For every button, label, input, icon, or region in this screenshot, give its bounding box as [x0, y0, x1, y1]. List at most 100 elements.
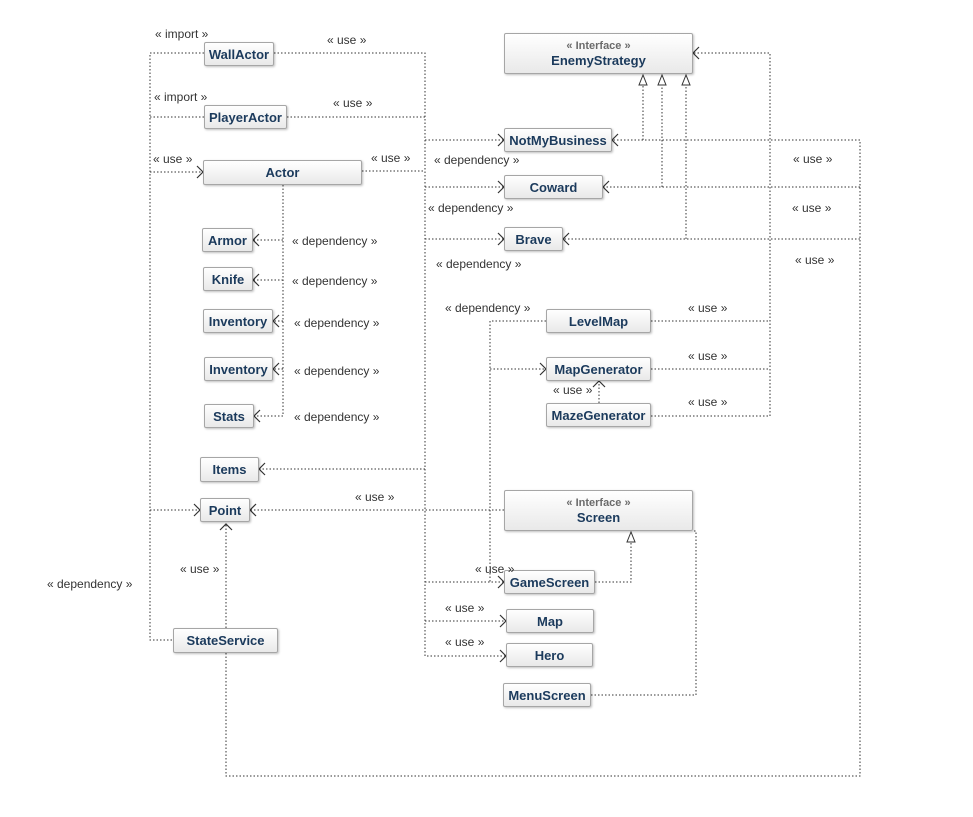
realization-triangle [657, 73, 667, 86]
class-inventory-2[interactable]: Inventory [204, 357, 273, 381]
realization-triangle [681, 73, 691, 86]
point-arrow [249, 503, 257, 517]
class-name: Point [208, 502, 242, 518]
relationship-label: « use » [793, 152, 833, 166]
class-playeractor[interactable]: PlayerActor [204, 105, 287, 129]
class-name: StateService [186, 633, 265, 648]
class-screen[interactable]: « Interface »Screen [504, 490, 693, 531]
relationship-label: « use » [688, 301, 728, 315]
class-menuscreen[interactable]: MenuScreen [503, 683, 591, 707]
class-mapgenerator[interactable]: MapGenerator [546, 357, 651, 381]
class-levelmap[interactable]: LevelMap [546, 309, 651, 333]
class-name: Actor [265, 165, 300, 180]
relationship-label: « dependency » [436, 257, 522, 271]
dependency-line [225, 140, 861, 777]
class-name: Armor [207, 232, 247, 248]
relationship-label: « dependency » [434, 153, 520, 167]
items-arrow [258, 462, 266, 476]
class-brave[interactable]: Brave [504, 227, 563, 251]
relationship-label: « use » [795, 253, 835, 267]
class-name: Inventory [209, 361, 268, 377]
relationship-label: « dependency » [292, 234, 378, 248]
relationship-label: « use » [688, 395, 728, 409]
relationship-label: « dependency » [445, 301, 531, 315]
class-wallactor[interactable]: WallActor [204, 42, 274, 66]
relationship-label: « import » [155, 27, 209, 41]
relationship-label: « use » [371, 151, 411, 165]
armor-arrow [252, 233, 260, 247]
class-name: Items [212, 462, 247, 477]
relationship-label: « dependency » [428, 201, 514, 215]
class-name: WallActor [208, 46, 270, 62]
class-stereotype: « Interface » [566, 496, 631, 509]
class-name: Knife [211, 271, 245, 287]
class-stateservice[interactable]: StateService [173, 628, 278, 653]
mapgenerator-use-arrow [592, 380, 606, 388]
class-name: EnemyStrategy [551, 52, 646, 68]
relationship-label: « use » [792, 201, 832, 215]
class-stereotype: « Interface » [566, 39, 631, 52]
class-knife[interactable]: Knife [203, 267, 253, 291]
relationship-label: « use » [153, 152, 193, 166]
relationship-label: « dependency » [294, 364, 380, 378]
inventory-arrow [272, 314, 280, 328]
class-armor[interactable]: Armor [202, 228, 253, 252]
class-name: NotMyBusiness [509, 132, 607, 148]
class-items[interactable]: Items [200, 457, 259, 482]
class-hero[interactable]: Hero [506, 643, 593, 667]
relationship-label: « use » [445, 601, 485, 615]
relationship-label: « use » [688, 349, 728, 363]
dependency-line [254, 185, 284, 417]
relationship-label: « import » [154, 90, 208, 104]
class-name: Stats [213, 408, 245, 424]
relationship-label: « use » [355, 490, 395, 504]
realization-triangle [638, 73, 648, 86]
class-name: MazeGenerator [551, 407, 646, 423]
realization-line [595, 542, 632, 583]
relationship-label: « use » [445, 635, 485, 649]
dependency-line [693, 52, 771, 416]
relationship-label: « dependency » [294, 410, 380, 424]
relationship-label: « dependency » [294, 316, 380, 330]
class-name: Screen [576, 509, 621, 525]
stats-arrow [253, 409, 261, 423]
class-enemystrategy[interactable]: « Interface »EnemyStrategy [504, 33, 693, 74]
class-inventory-1[interactable]: Inventory [203, 309, 273, 333]
class-coward[interactable]: Coward [504, 175, 603, 199]
dependency-line [149, 52, 204, 641]
relationship-label: « use » [553, 383, 593, 397]
relationship-label: « use » [333, 96, 373, 110]
class-gamescreen[interactable]: GameScreen [504, 570, 595, 594]
inventory-arrow [272, 362, 280, 376]
class-name: Map [537, 613, 563, 629]
class-name: Inventory [208, 313, 268, 329]
coward-use-arrow [602, 180, 610, 194]
enemystrategy-arrow [692, 46, 700, 60]
brave-use-arrow [562, 232, 570, 246]
realization-triangle [626, 530, 636, 543]
class-name: PlayerActor [209, 109, 282, 125]
class-name: MenuScreen [508, 687, 586, 703]
relationship-label: « dependency » [292, 274, 378, 288]
dependency-line [274, 52, 506, 657]
realization-line [591, 530, 697, 696]
class-actor[interactable]: Actor [203, 160, 362, 185]
class-name: GameScreen [509, 574, 590, 590]
class-name: Coward [529, 179, 578, 195]
notmybusiness-use-arrow [611, 133, 619, 147]
class-name: Hero [534, 647, 565, 663]
class-name: Brave [515, 231, 552, 247]
relationship-label: « use » [180, 562, 220, 576]
relationship-label: « use » [327, 33, 367, 47]
class-mazegenerator[interactable]: MazeGenerator [546, 403, 651, 427]
point-use-arrow [219, 523, 233, 531]
relationship-label: « use » [475, 562, 515, 576]
dependency-line [489, 320, 546, 583]
class-map[interactable]: Map [506, 609, 594, 633]
class-stats[interactable]: Stats [204, 404, 254, 428]
relationship-label: « dependency » [47, 577, 133, 591]
class-notmybusiness[interactable]: NotMyBusiness [504, 128, 612, 152]
class-point[interactable]: Point [200, 498, 250, 522]
